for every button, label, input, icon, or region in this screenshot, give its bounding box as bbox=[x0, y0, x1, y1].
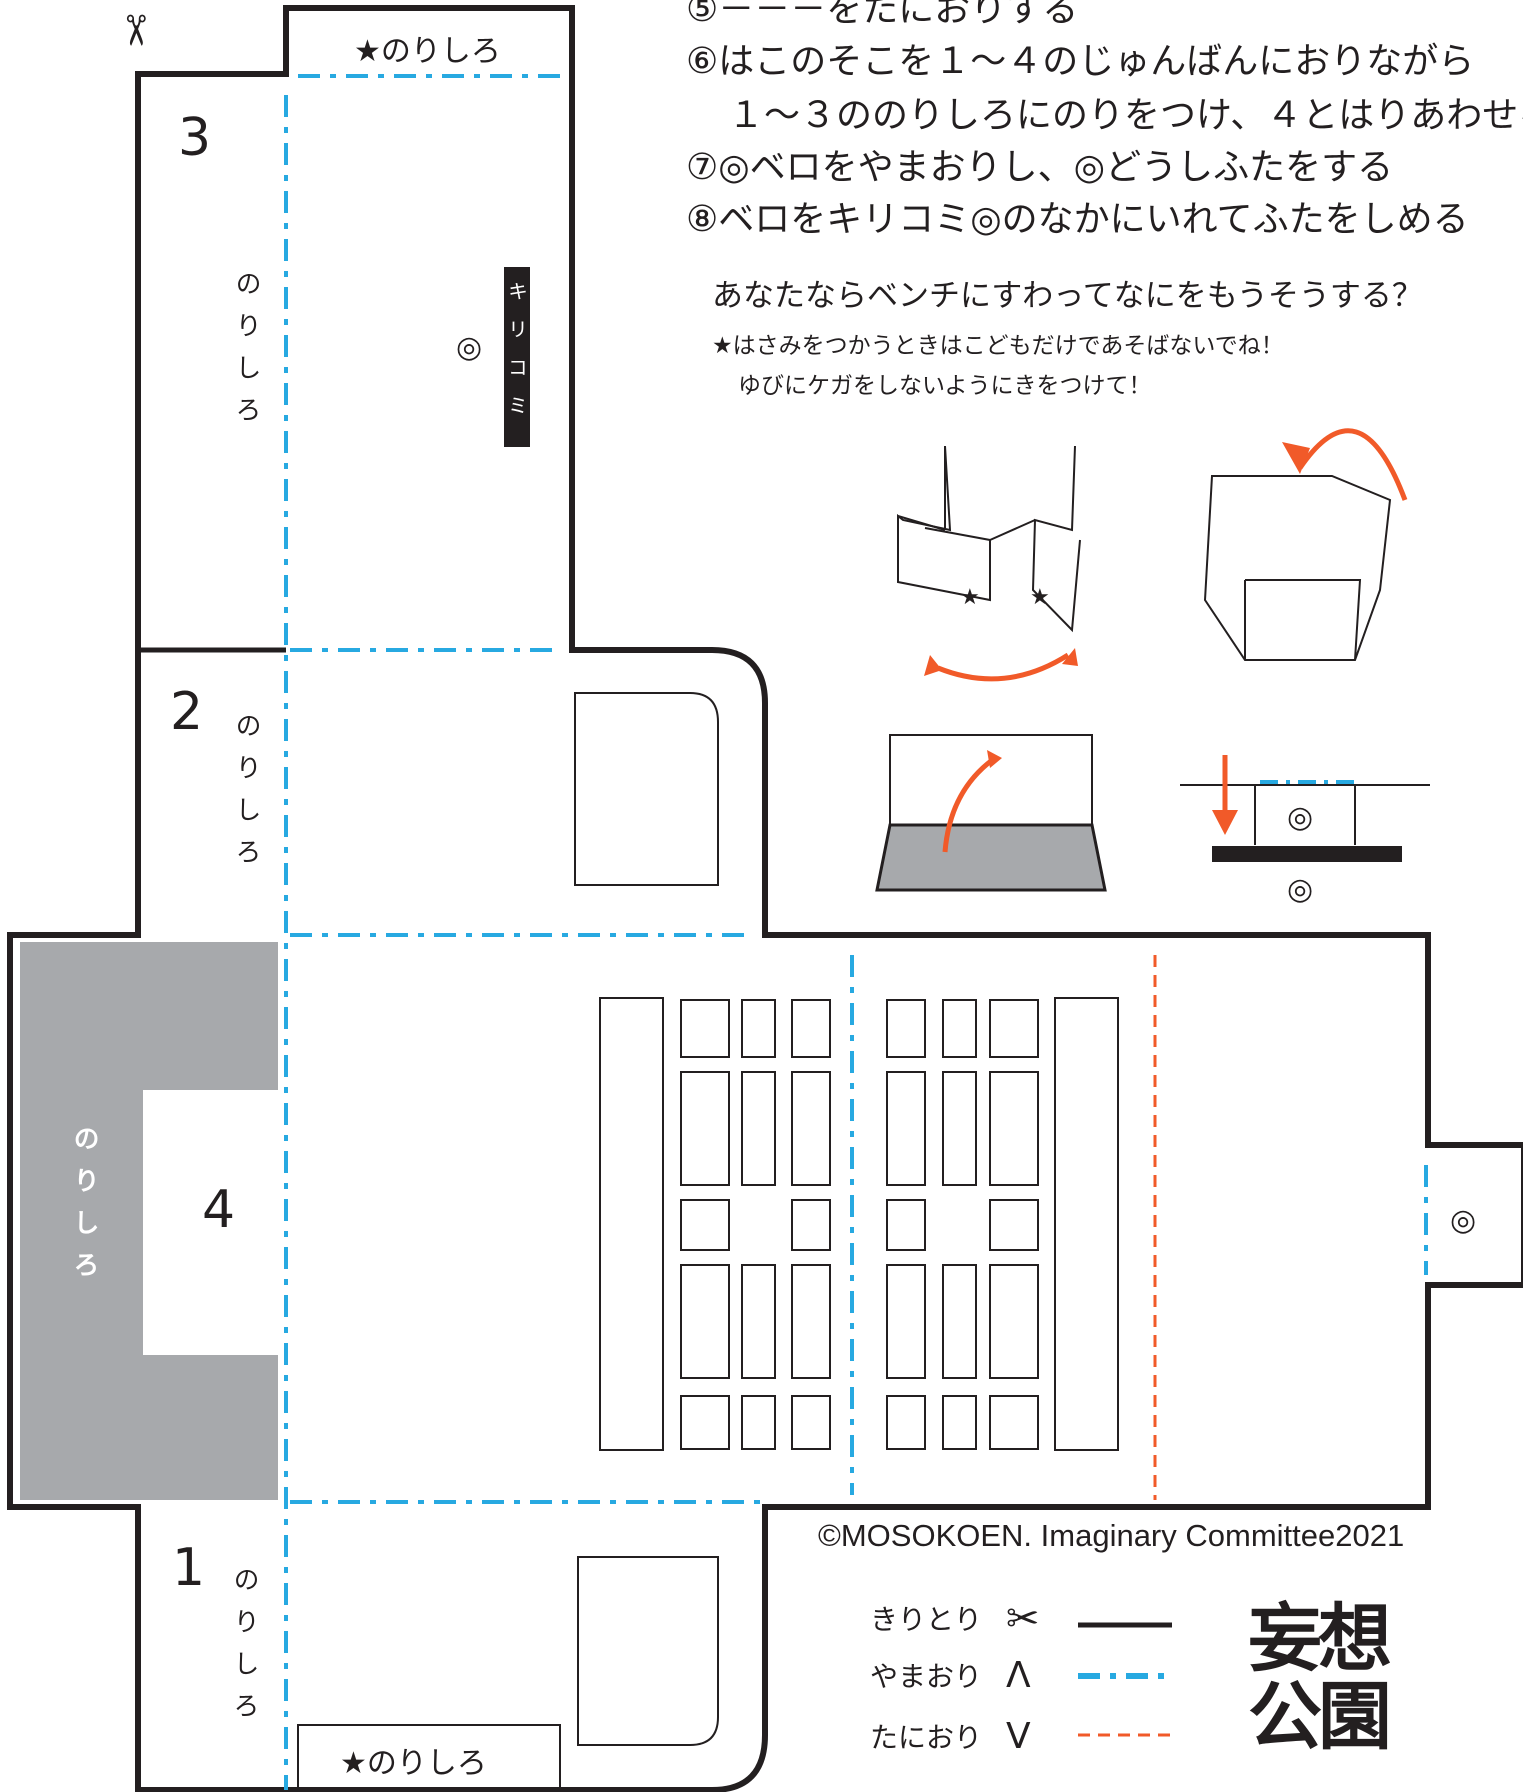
mosokoen-logo: 妄想公園 bbox=[1248, 1596, 1392, 1760]
cut-outline bbox=[7, 5, 1523, 1792]
panel-number-1: 1 bbox=[172, 1538, 206, 1598]
cut-slit-label: キリコミ bbox=[504, 267, 530, 447]
scissors-icon: ✂ bbox=[111, 12, 161, 49]
scissors-icon: ✂ bbox=[1006, 1596, 1040, 1642]
warning-line-1: ★はさみをつかうときはこどもだけであそばないでね！ bbox=[712, 333, 1284, 359]
bench-grid bbox=[599, 997, 1119, 1451]
instruction-8: ⑧ベロをキリコミ◎のなかにいれてふたをしめる bbox=[686, 199, 1469, 240]
double-circle-mark: ◎ bbox=[456, 330, 483, 365]
legend-valley-label: たにおり bbox=[870, 1721, 983, 1754]
panel-number-4: 4 bbox=[202, 1180, 236, 1240]
mountain-fold-symbol: Λ bbox=[1006, 1655, 1031, 1696]
panel-number-2: 2 bbox=[170, 682, 204, 742]
glue-label-3: のりしろ bbox=[231, 270, 261, 438]
instruction-6b: １～３ののりしろにのりをつけ、４とはりあわせる bbox=[728, 95, 1523, 136]
double-circle-mark: ◎ bbox=[1287, 800, 1314, 835]
diagram-insert bbox=[875, 734, 1107, 892]
question-text: あなたならベンチにすわってなにをもうそうする？ bbox=[712, 278, 1423, 314]
warning-line-2: ゆびにケガをしないようにきをつけて！ bbox=[738, 373, 1152, 399]
glue-flap-4 bbox=[20, 942, 278, 1500]
star-glue-top: ★のりしろ bbox=[354, 34, 501, 69]
star-glue-box bbox=[297, 1724, 561, 1792]
tab-outline-2 bbox=[574, 692, 719, 886]
double-circle-mark: ◎ bbox=[1287, 872, 1314, 907]
tab-outline-1 bbox=[577, 1556, 719, 1746]
double-circle-mark: ◎ bbox=[1450, 1203, 1477, 1238]
star-glue-bottom: ★のりしろ bbox=[340, 1746, 487, 1781]
glue-label-1: のりしろ bbox=[229, 1566, 259, 1734]
copyright-text: ©MOSOKOEN. Imaginary Committee2021 bbox=[818, 1518, 1405, 1553]
arrow-swap bbox=[937, 652, 1070, 682]
glue-label-4: のりしろ bbox=[69, 1125, 99, 1293]
legend-mountain-label: やまおり bbox=[870, 1660, 983, 1693]
valley-fold-symbol: V bbox=[1006, 1716, 1031, 1757]
star-mark: ★ bbox=[960, 585, 980, 610]
instruction-7: ⑦◎ベロをやまおりし、◎どうしふたをする bbox=[686, 147, 1394, 188]
mountain-folds bbox=[284, 74, 1428, 1790]
diagram-slot bbox=[1180, 755, 1430, 862]
glue-label-2: のりしろ bbox=[231, 712, 261, 880]
legend-cut-label: きりとり bbox=[870, 1603, 983, 1636]
diagram-fold-box bbox=[897, 445, 1081, 633]
instruction-5: ⑤－－－をたにおりする bbox=[686, 0, 1079, 30]
instruction-6: ⑥はこのそこを１～４のじゅんばんにおりながら bbox=[686, 41, 1475, 82]
diagram-close-lid bbox=[1203, 475, 1392, 661]
panel-number-3: 3 bbox=[178, 108, 212, 168]
star-mark: ★ bbox=[1030, 585, 1050, 610]
